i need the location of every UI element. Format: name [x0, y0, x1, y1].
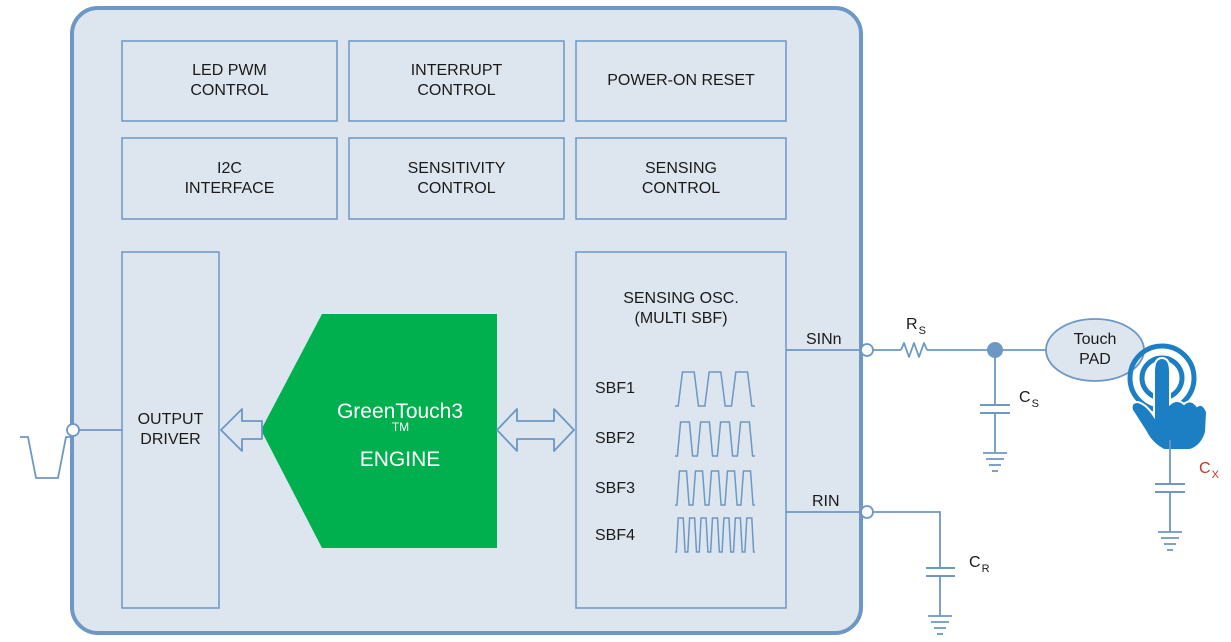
rs-main: R — [906, 316, 918, 333]
sbf1-label: SBF1 — [595, 380, 636, 397]
engine-line2: ENGINE — [359, 448, 441, 471]
cr-main: C — [969, 554, 981, 571]
touch-hand-icon — [1127, 343, 1209, 451]
sensing-control-line1: SENSING — [644, 159, 717, 177]
ground-symbol-cs — [983, 452, 1007, 472]
cs-main: C — [1019, 389, 1031, 406]
rin-pin-label: RIN — [812, 493, 840, 510]
sbf-waveforms — [675, 371, 755, 553]
interrupt-line1: INTERRUPT — [410, 62, 503, 79]
engine-osc-double-arrow — [496, 408, 575, 452]
led-pwm-line2: CONTROL — [190, 82, 269, 99]
power-on-reset-line1: POWER-ON RESET — [607, 72, 755, 89]
block-led-pwm-control — [121, 40, 338, 122]
sin-pin — [860, 343, 874, 357]
block-sensing-control — [575, 137, 787, 220]
sbf3-label: SBF3 — [595, 480, 636, 497]
rin-wire — [873, 511, 941, 568]
block-sensing-osc — [575, 251, 787, 609]
cx-label: CX — [1199, 460, 1219, 481]
interrupt-line2: CONTROL — [417, 82, 496, 99]
sbf4-waveform — [675, 517, 755, 553]
cs-label: CS — [1019, 389, 1039, 410]
cr-sub: R — [981, 563, 990, 575]
i2c-interface-label: I2C INTERFACE — [122, 138, 337, 219]
sin-pin-label: SINn — [806, 331, 842, 348]
sensing-osc-line2: (MULTI SBF) — [634, 310, 728, 327]
sbf4-label: SBF4 — [595, 527, 636, 544]
touch-pad-line1: Touch — [1073, 331, 1117, 348]
sensing-control-line2: CONTROL — [641, 179, 721, 197]
engine-to-driver-arrow — [220, 408, 263, 452]
block-interrupt-control — [348, 40, 565, 122]
sbf2-waveform — [675, 421, 755, 457]
output-driver-label: OUTPUT DRIVER — [122, 400, 219, 460]
sensing-osc-label: SENSING OSC. (MULTI SBF) — [576, 287, 786, 331]
cs-sub: S — [1031, 398, 1039, 410]
output-driver-line1: OUTPUT — [137, 411, 204, 428]
sensitivity-line1: SENSITIVITY — [407, 159, 506, 177]
cr-label: CR — [969, 554, 990, 575]
engine-block — [261, 314, 497, 548]
block-i2c-interface — [121, 137, 338, 220]
output-pulse-waveform — [20, 436, 74, 479]
i2c-line2: INTERFACE — [184, 179, 275, 197]
interrupt-control-label: INTERRUPT CONTROL — [349, 41, 564, 121]
cx-sub: X — [1211, 469, 1219, 481]
rin-pin — [860, 505, 874, 519]
power-on-reset-label: POWER-ON RESET — [576, 41, 786, 121]
block-sensitivity-control — [348, 137, 565, 220]
cx-main: C — [1199, 460, 1211, 477]
sensing-osc-line1: SENSING OSC. — [623, 290, 739, 307]
i2c-line1: I2C — [217, 159, 242, 177]
touch-pad-label: Touch PAD — [1051, 328, 1139, 372]
block-power-on-reset — [575, 40, 787, 122]
sensitivity-control-label: SENSITIVITY CONTROL — [349, 138, 564, 219]
output-pin — [66, 423, 80, 437]
led-pwm-line1: LED PWM — [192, 62, 267, 79]
sbf1-waveform — [675, 371, 755, 407]
touch-pad-line2: PAD — [1079, 351, 1111, 368]
trademark-mark: TM — [391, 420, 410, 434]
resistor-rs — [900, 342, 928, 358]
led-pwm-control-label: LED PWM CONTROL — [122, 41, 337, 121]
sensitivity-line2: CONTROL — [417, 179, 496, 197]
rs-sub: S — [918, 325, 926, 337]
output-driver-line2: DRIVER — [140, 431, 201, 448]
ground-symbol-cx — [1158, 531, 1182, 551]
rs-label: RS — [906, 316, 926, 337]
sensing-control-label: SENSING CONTROL — [576, 138, 786, 219]
sbf3-waveform — [675, 470, 755, 506]
sbf2-label: SBF2 — [595, 430, 636, 447]
ground-symbol-cr — [928, 615, 952, 635]
engine-name: GreenTouch3 — [336, 400, 464, 423]
